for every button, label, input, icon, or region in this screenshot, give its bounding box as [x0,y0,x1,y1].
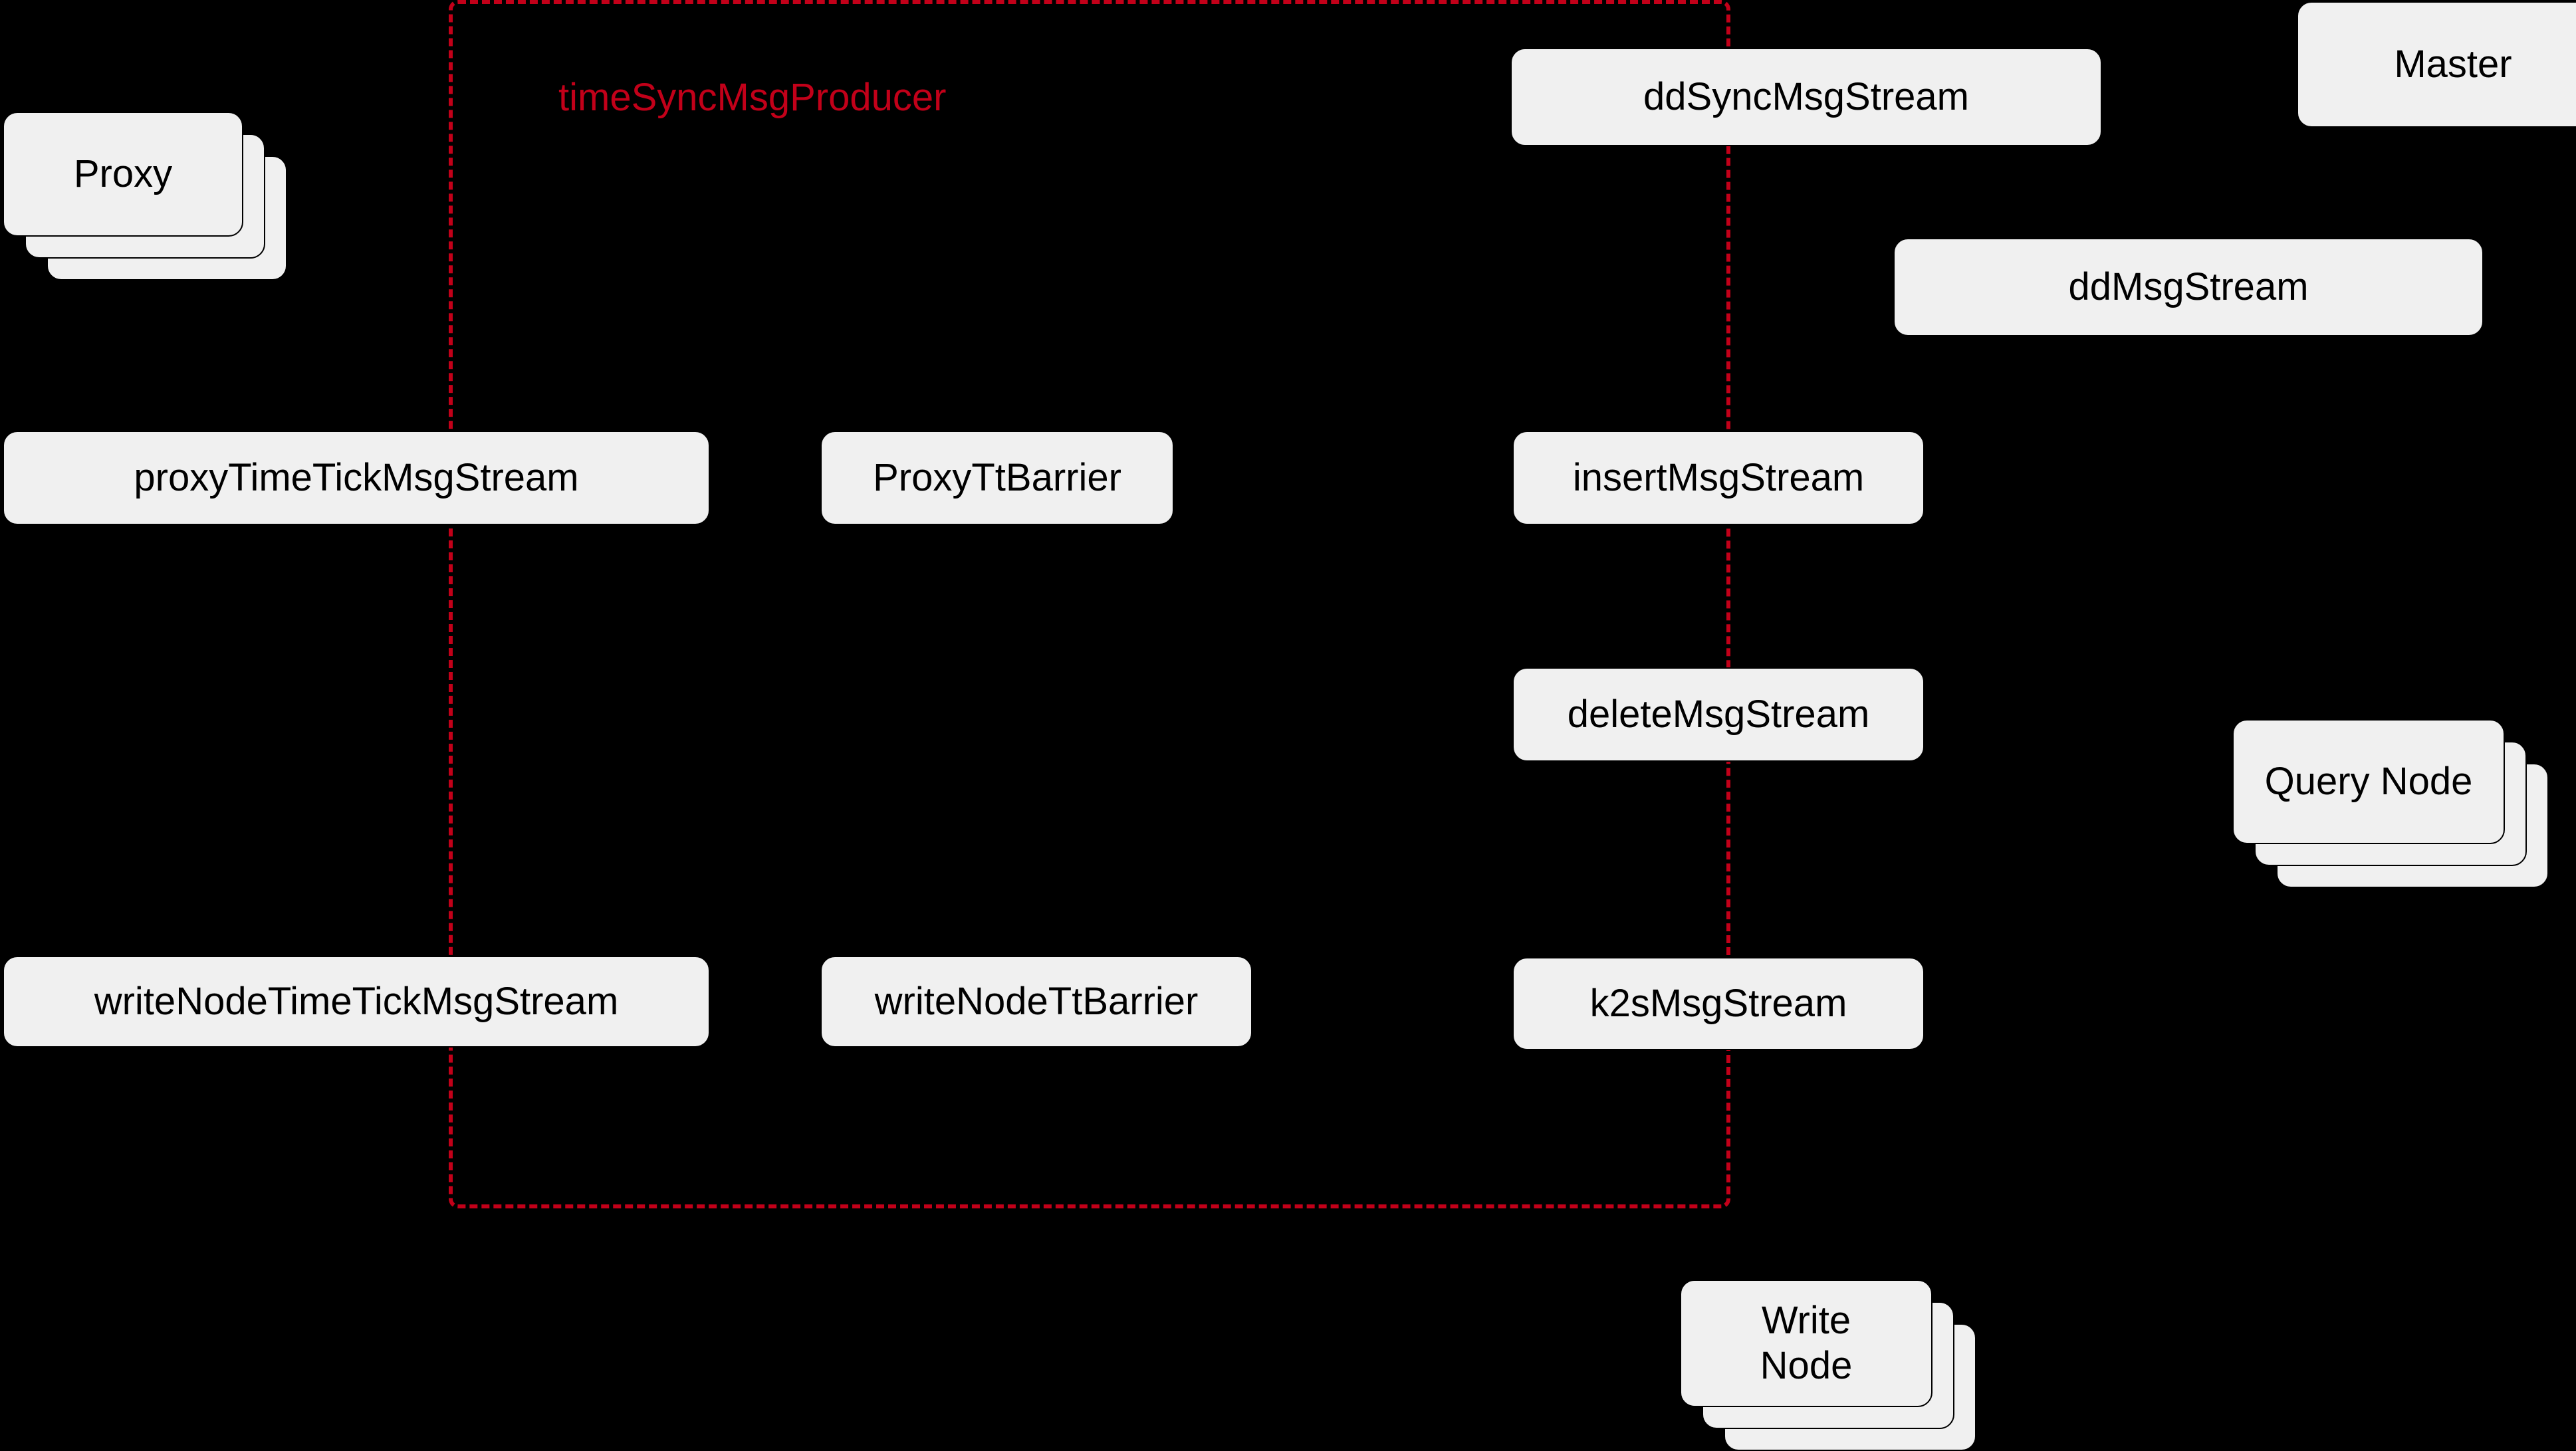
write-node-tt-barrier-box[interactable]: writeNodeTtBarrier [820,956,1252,1048]
time-sync-msg-producer-group-label: timeSyncMsgProducer [558,76,947,119]
write-node-box[interactable]: Write Node [1680,1280,1932,1407]
proxy-stack[interactable]: Proxy [3,112,289,281]
write-node-time-tick-msg-stream-label: writeNodeTimeTickMsgStream [94,979,619,1023]
write-node-tt-barrier-label: writeNodeTtBarrier [874,979,1199,1023]
proxy-tt-barrier-label: ProxyTtBarrier [873,455,1121,499]
k2s-msg-stream-box[interactable]: k2sMsgStream [1512,957,1925,1050]
dd-msg-stream-label: ddMsgStream [2068,265,2309,308]
delete-msg-stream-label: deleteMsgStream [1567,692,1870,736]
insert-msg-stream-box[interactable]: insertMsgStream [1512,431,1925,525]
query-node-stack[interactable]: Query Node [2232,719,2576,889]
delete-msg-stream-box[interactable]: deleteMsgStream [1512,667,1925,762]
proxy-label: Proxy [73,152,173,195]
write-node-stack[interactable]: Write Node [1680,1280,1992,1451]
master-label: Master [2394,42,2512,86]
proxy-box[interactable]: Proxy [3,112,243,237]
proxy-time-tick-msg-stream-box[interactable]: proxyTimeTickMsgStream [3,431,710,525]
write-node-label: Write Node [1760,1298,1853,1387]
master-box[interactable]: Master [2297,1,2576,128]
proxy-tt-barrier-box[interactable]: ProxyTtBarrier [820,431,1174,525]
dd-msg-stream-box[interactable]: ddMsgStream [1893,238,2484,336]
write-node-time-tick-msg-stream-box[interactable]: writeNodeTimeTickMsgStream [3,956,710,1048]
dd-sync-msg-stream-label: ddSyncMsgStream [1643,74,1969,118]
query-node-box[interactable]: Query Node [2232,719,2505,844]
insert-msg-stream-label: insertMsgStream [1572,455,1865,499]
query-node-label: Query Node [2264,759,2473,803]
k2s-msg-stream-label: k2sMsgStream [1589,981,1847,1025]
dd-sync-msg-stream-box[interactable]: ddSyncMsgStream [1510,48,2102,146]
proxy-time-tick-msg-stream-label: proxyTimeTickMsgStream [134,455,579,499]
